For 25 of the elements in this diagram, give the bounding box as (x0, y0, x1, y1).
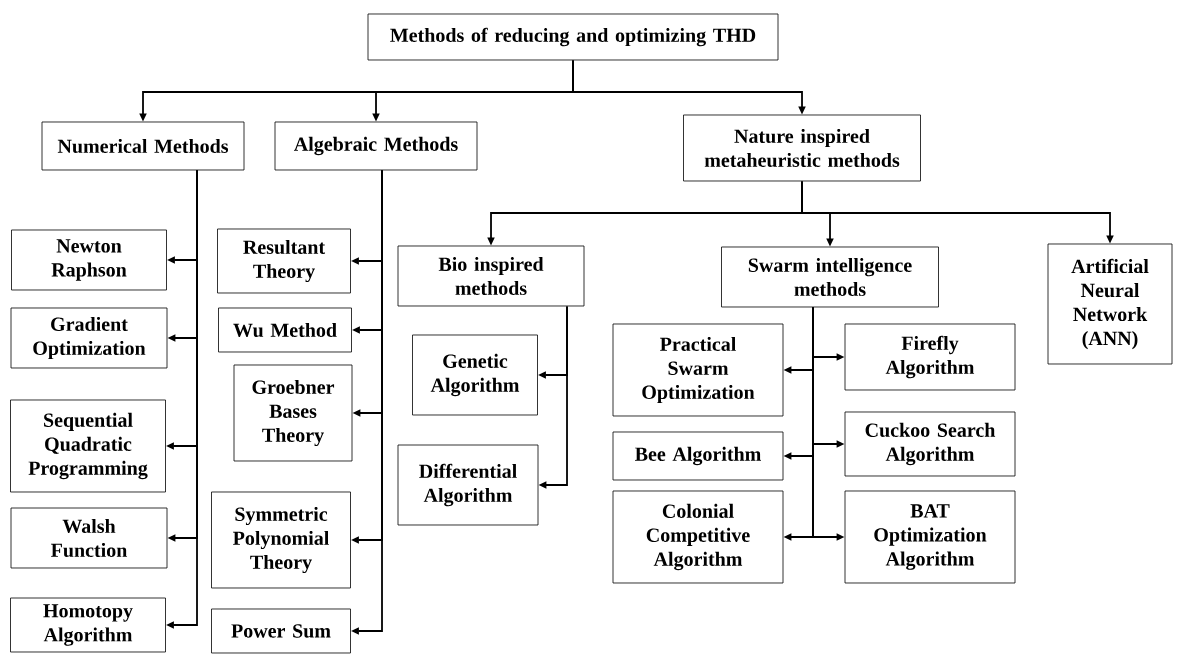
method-box: Numerical Methods (41, 121, 245, 171)
method-box: Cuckoo Search Algorithm (844, 411, 1016, 477)
method-box: Walsh Function (10, 507, 168, 569)
method-box: Sequential Quadratic Programming (10, 399, 166, 493)
method-box: Nature inspired metaheuristic methods (683, 114, 921, 182)
method-box: Bio inspired methods (397, 245, 585, 307)
method-box: Symmetric Polynomial Theory (211, 491, 351, 589)
method-box: Gradient Optimization (10, 307, 168, 369)
method-box: Firefly Algorithm (844, 323, 1016, 391)
method-box: Swarm intelligence methods (721, 246, 939, 308)
method-box: Methods of reducing and optimizing THD (367, 13, 779, 61)
method-box: Wu Method (218, 307, 352, 353)
method-box: Bee Algorithm (612, 431, 784, 481)
method-box: Homotopy Algorithm (10, 597, 166, 653)
method-box: Differential Algorithm (397, 444, 539, 526)
method-box: Algebraic Methods (274, 121, 478, 171)
method-box: Artificial Neural Network (ANN) (1047, 243, 1173, 365)
method-box: Groebner Bases Theory (233, 364, 353, 462)
method-box: Colonial Competitive Algorithm (612, 490, 784, 584)
method-box: Newton Raphson (11, 229, 167, 291)
method-box: BAT Optimization Algorithm (844, 490, 1016, 584)
method-box: Practical Swarm Optimization (612, 323, 784, 417)
method-box: Resultant Theory (217, 228, 351, 294)
method-box: Genetic Algorithm (412, 334, 538, 416)
method-box: Power Sum (211, 608, 351, 654)
